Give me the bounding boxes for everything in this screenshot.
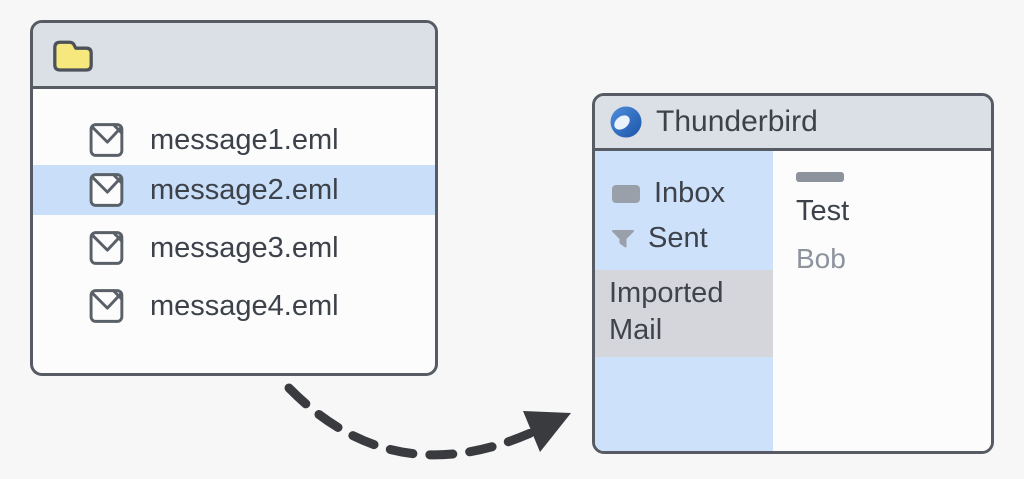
thunderbird-window: Thunderbird Inbox Sent Imported Ma xyxy=(592,93,994,454)
file-row-message3[interactable]: message3.eml xyxy=(33,223,435,273)
envelope-file-icon xyxy=(89,123,124,157)
filter-funnel-icon xyxy=(612,229,634,247)
window-title: Thunderbird xyxy=(656,105,818,138)
folder-sidebar: Inbox Sent Imported Mail xyxy=(595,151,773,451)
message-pane: Test Bob xyxy=(773,151,991,451)
file-name: message1.eml xyxy=(150,123,339,156)
sidebar-item-inbox[interactable]: Inbox xyxy=(595,171,773,216)
file-list: message1.eml message2.eml message3.eml xyxy=(33,89,435,331)
message-subject[interactable]: Test xyxy=(796,195,850,227)
thunderbird-logo-icon xyxy=(610,106,642,138)
envelope-file-icon xyxy=(89,173,124,207)
arrowhead xyxy=(523,411,571,452)
sidebar-item-imported-mail[interactable]: Imported Mail xyxy=(595,270,773,357)
file-row-message1[interactable]: message1.eml xyxy=(33,115,435,165)
file-name: message4.eml xyxy=(150,289,339,322)
inbox-tray-icon xyxy=(612,184,640,203)
file-name: message2.eml xyxy=(150,173,339,206)
envelope-file-icon xyxy=(89,289,124,323)
thunderbird-titlebar: Thunderbird xyxy=(595,96,991,151)
envelope-file-icon xyxy=(89,231,124,265)
file-name: message3.eml xyxy=(150,231,339,264)
files-window-titlebar xyxy=(33,23,435,89)
folder-icon xyxy=(53,40,93,72)
file-row-message2-selected[interactable]: message2.eml xyxy=(33,165,435,215)
thunderbird-body: Inbox Sent Imported Mail Test Bob xyxy=(595,151,991,451)
header-placeholder-bar xyxy=(796,172,844,182)
sidebar-item-sent[interactable]: Sent xyxy=(595,216,773,261)
file-row-message4[interactable]: message4.eml xyxy=(33,281,435,331)
sidebar-item-label: Inbox xyxy=(654,177,725,209)
message-sender: Bob xyxy=(796,243,846,274)
sidebar-item-label: Sent xyxy=(648,222,708,254)
sidebar-item-label: Imported Mail xyxy=(609,277,724,346)
files-window: message1.eml message2.eml message3.eml xyxy=(30,20,438,376)
